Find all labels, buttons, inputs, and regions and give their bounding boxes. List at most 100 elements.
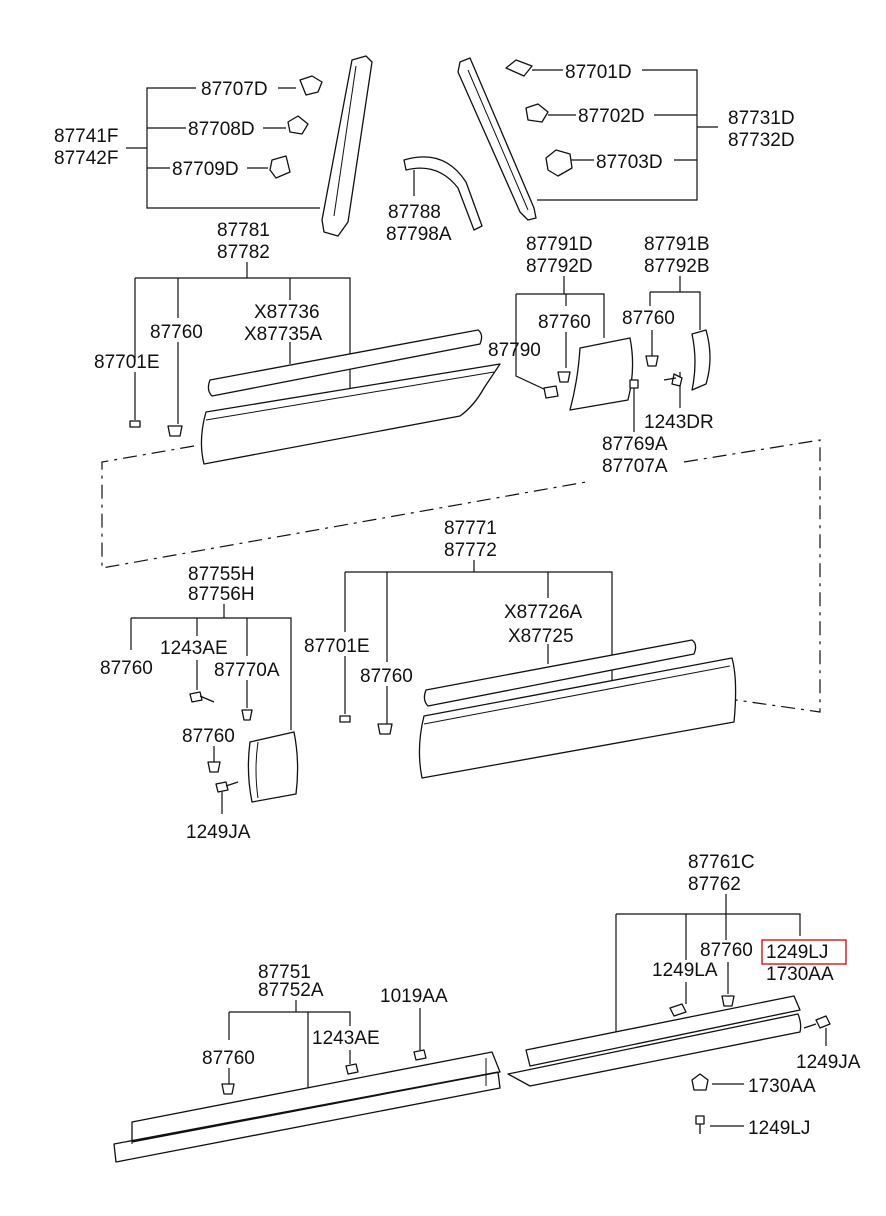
label-87760-f: 87760 <box>182 726 235 747</box>
label-X87725: X87725 <box>508 626 574 647</box>
label-87752A: 87752A <box>258 980 324 1001</box>
label-87761C: 87761C <box>688 852 755 873</box>
label-1730AA-b: 1730AA <box>748 1076 816 1097</box>
label-87760-d: 87760 <box>360 666 413 687</box>
label-X87736: X87736 <box>254 302 320 323</box>
clip-87760-h <box>221 1083 235 1095</box>
moulding-87781 <box>200 363 501 465</box>
label-87772: 87772 <box>444 540 497 561</box>
label-87732D: 87732D <box>728 130 795 151</box>
label-87791D: 87791D <box>526 234 593 255</box>
highlight-box-1249LJ <box>761 939 847 965</box>
screw-1249JA-b <box>803 1015 831 1029</box>
label-87756H: 87756H <box>188 584 255 605</box>
label-87798A: 87798A <box>386 224 452 245</box>
clip-87760-d <box>377 723 393 735</box>
clip-1730AA <box>691 1073 709 1091</box>
label-1243DR: 1243DR <box>644 412 714 433</box>
group-87791B: 87791B 87792B 87760 1243DR 87769A 87707A <box>602 234 714 477</box>
screw-1243AE-b <box>345 1063 359 1075</box>
label-87792B: 87792B <box>644 256 710 277</box>
screw-1243AE-a <box>189 691 215 703</box>
label-87782: 87782 <box>217 242 270 263</box>
moulding-87791D <box>569 337 634 411</box>
label-87709D: 87709D <box>172 159 239 180</box>
label-87760-a: 87760 <box>150 322 203 343</box>
clip-87760-a <box>167 425 183 437</box>
clip-87790 <box>543 385 559 399</box>
garnish-87731D <box>457 57 537 221</box>
group-87755H: 87755H 87756H 87760 1243AE 87770A 87760 … <box>100 564 299 843</box>
label-87760-b: 87760 <box>538 312 591 333</box>
label-87702D: 87702D <box>578 106 645 127</box>
label-87791B: 87791B <box>644 234 710 255</box>
group-87761C: 87761C 87762 87760 1249LJ 1730AA 1249LA … <box>507 852 861 1139</box>
label-87781: 87781 <box>217 220 270 241</box>
label-87760-c: 87760 <box>622 308 675 329</box>
moulding-87755H <box>247 731 299 803</box>
label-1249LJ-b: 1249LJ <box>748 1118 810 1139</box>
label-1243AE-a: 1243AE <box>160 638 228 659</box>
label-87741F: 87741F <box>54 126 118 147</box>
label-87762: 87762 <box>688 874 741 895</box>
clip-87760-c <box>645 355 659 367</box>
clip-87702D <box>525 103 549 123</box>
group-87741F: 87707D 87708D 87709D 87741F 87742F <box>54 55 373 237</box>
label-87703D: 87703D <box>596 152 663 173</box>
garnish-87741F <box>321 55 373 237</box>
label-1249JA-a: 1249JA <box>186 822 251 843</box>
label-1243AE-b: 1243AE <box>312 1028 380 1049</box>
group-87788: 87788 87798A <box>386 156 483 245</box>
group-87791D: 87791D 87792D 87760 87790 <box>488 234 639 432</box>
moulding-87791B <box>691 329 711 391</box>
label-1019AA: 1019AA <box>380 986 448 1007</box>
clip-87701D <box>505 59 533 77</box>
moulding-87751 <box>113 1051 501 1163</box>
clip-87701E-a <box>129 420 141 428</box>
clip-87701E-b <box>339 715 351 723</box>
screw-1249LA <box>669 1003 687 1017</box>
label-87760-g: 87760 <box>700 940 753 961</box>
group-87771: 87771 87772 X87726A X87725 87701E 87760 <box>304 518 737 779</box>
label-X87726A: X87726A <box>504 602 583 623</box>
label-87770A: 87770A <box>214 660 280 681</box>
label-87701E-b: 87701E <box>304 636 370 657</box>
label-87751: 87751 <box>258 962 311 983</box>
label-X87735A: X87735A <box>244 324 323 345</box>
label-87771: 87771 <box>444 518 497 539</box>
clip-87769A <box>629 379 639 389</box>
group-87781: 87781 87782 X87736 X87735A 87760 87701E <box>94 220 501 465</box>
dashed-connectors <box>101 439 821 713</box>
strip-87736 <box>207 329 483 397</box>
clip-87760-f <box>207 761 221 773</box>
label-87760-e: 87760 <box>100 658 153 679</box>
screw-1249JA-a <box>215 781 239 793</box>
group-87731D: 87701D 87702D 87703D 87731D 87732D <box>457 57 795 221</box>
clip-87760-g <box>721 995 735 1007</box>
strip-87726A <box>423 639 697 707</box>
screw-1243DR <box>663 373 683 387</box>
clip-87707D <box>299 75 323 96</box>
label-87790: 87790 <box>488 340 541 361</box>
clip-87770A <box>241 709 253 721</box>
moulding-87771 <box>418 657 737 779</box>
label-87731D: 87731D <box>728 108 795 129</box>
screw-1249LJ <box>695 1115 705 1134</box>
label-87760-h: 87760 <box>202 1048 255 1069</box>
label-87788: 87788 <box>388 202 441 223</box>
weatherstrip-87788 <box>403 156 483 231</box>
label-87701D: 87701D <box>565 62 632 83</box>
label-87701E-a: 87701E <box>94 352 160 373</box>
clip-87703D <box>545 149 573 177</box>
label-1249LA: 1249LA <box>652 960 718 981</box>
clip-87709D <box>269 155 291 179</box>
label-1249JA-b: 1249JA <box>796 1052 861 1073</box>
label-87792D: 87792D <box>526 256 593 277</box>
label-1730AA-a: 1730AA <box>766 964 834 985</box>
clip-87708D <box>287 115 309 135</box>
label-87755H: 87755H <box>188 564 255 585</box>
moulding-87761C <box>507 995 802 1087</box>
screw-1019AA <box>413 1049 427 1061</box>
